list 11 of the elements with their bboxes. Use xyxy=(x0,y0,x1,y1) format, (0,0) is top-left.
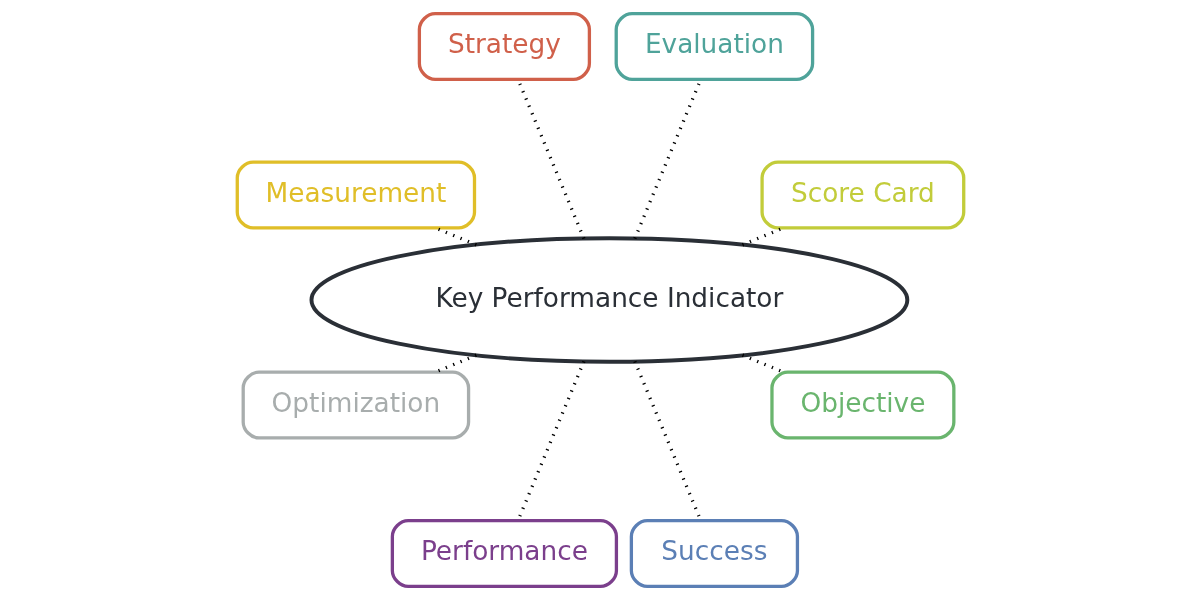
connector xyxy=(741,353,784,374)
connector xyxy=(741,226,784,247)
node-box: Evaluation xyxy=(614,11,814,82)
node-box: Measurement xyxy=(235,160,476,230)
node-ellipse: Key Performance Indicator xyxy=(309,236,909,364)
node-box: Optimization xyxy=(241,370,470,440)
node-box: Objective xyxy=(769,370,955,440)
node-box: Success xyxy=(629,518,799,589)
node-box: Performance xyxy=(390,518,618,589)
node-box: Score Card xyxy=(759,160,965,230)
node-box: Strategy xyxy=(417,11,591,82)
